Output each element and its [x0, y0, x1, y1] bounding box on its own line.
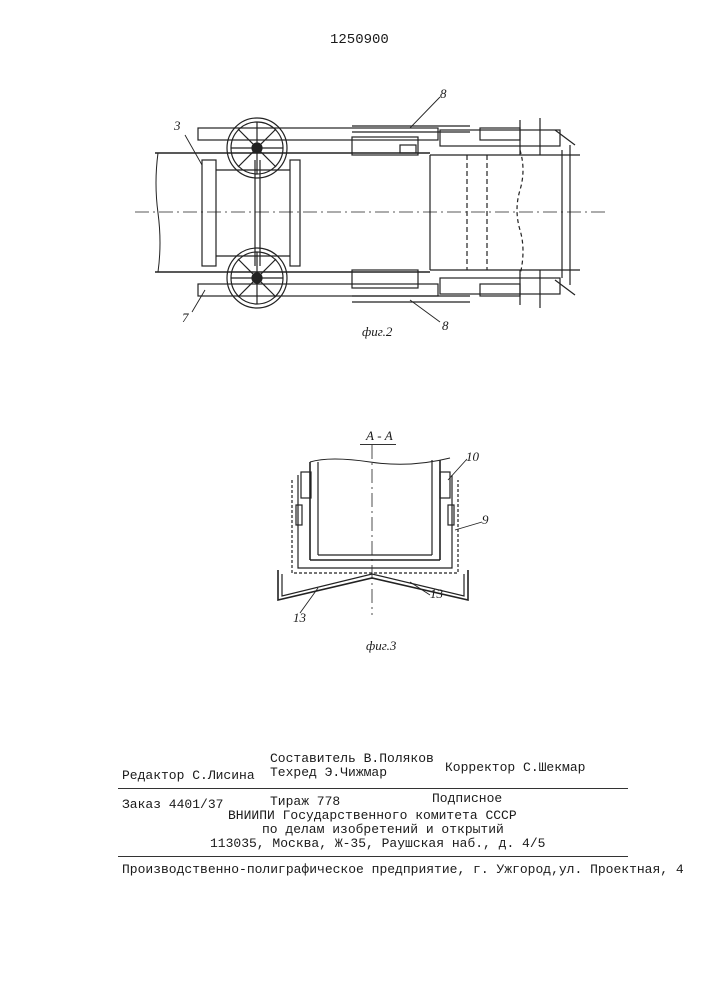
- figure-3-drawing: [0, 0, 707, 660]
- colophon-rule-1: [118, 788, 628, 789]
- corrector-line: Корректор С.Шекмар: [445, 760, 585, 775]
- compiler-line: Составитель В.Поляков: [270, 751, 434, 766]
- org-line-2: по делам изобретений и открытий: [262, 822, 504, 837]
- printer-line: Производственно-полиграфическое предприя…: [122, 862, 684, 877]
- colophon-rule-2: [118, 856, 628, 857]
- fig3-label-9: 9: [482, 512, 489, 528]
- fig3-label-13-left: 13: [293, 610, 306, 626]
- circulation-line: Тираж 778: [270, 794, 340, 809]
- editor-line: Редактор С.Лисина: [122, 768, 255, 783]
- techred-line: Техред Э.Чижмар: [270, 765, 387, 780]
- fig3-label-13-right: 13: [430, 586, 443, 602]
- order-line: Заказ 4401/37: [122, 797, 223, 812]
- subscription-line: Подписное: [432, 791, 502, 806]
- org-line-1: ВНИИПИ Государственного комитета СССР: [228, 808, 517, 823]
- section-underline: [360, 444, 396, 445]
- address-line: 113035, Москва, Ж-35, Раушская наб., д. …: [210, 836, 545, 851]
- fig3-caption: фиг.3: [366, 638, 396, 654]
- fig3-label-10: 10: [466, 449, 479, 465]
- section-label: А - А: [366, 428, 393, 444]
